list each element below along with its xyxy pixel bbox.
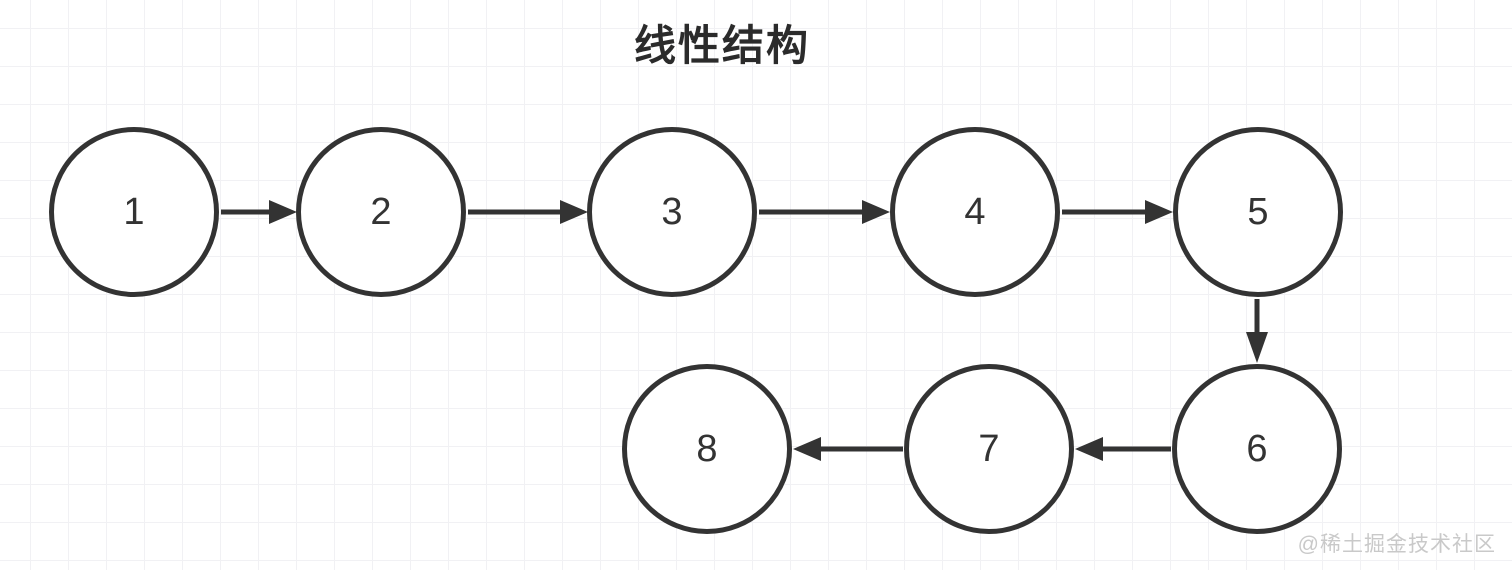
arrowhead-down-icon — [1246, 332, 1268, 363]
node-7: 7 — [904, 364, 1074, 534]
arrowhead-right-icon — [1145, 200, 1173, 224]
node-label: 4 — [964, 190, 986, 233]
edge-3-4 — [759, 200, 890, 224]
node-label: 5 — [1247, 190, 1269, 233]
edge-1-2 — [221, 200, 297, 224]
node-6: 6 — [1172, 364, 1342, 534]
node-3: 3 — [587, 127, 757, 297]
node-1: 1 — [49, 127, 219, 297]
node-label: 7 — [978, 427, 1000, 470]
node-2: 2 — [296, 127, 466, 297]
node-label: 8 — [696, 427, 718, 470]
node-label: 6 — [1246, 427, 1268, 470]
edge-6-7 — [1075, 437, 1171, 461]
page-title: 线性结构 — [633, 22, 810, 69]
edge-2-3 — [468, 200, 588, 224]
edge-5-6 — [1246, 299, 1268, 363]
node-label: 2 — [370, 190, 392, 233]
watermark: @稀土掘金技术社区 — [1297, 533, 1496, 556]
node-4: 4 — [890, 127, 1060, 297]
edge-4-5 — [1062, 200, 1173, 224]
arrowhead-right-icon — [269, 200, 297, 224]
node-8: 8 — [622, 364, 792, 534]
node-label: 3 — [661, 190, 683, 233]
edge-7-8 — [793, 437, 903, 461]
arrowhead-left-icon — [1075, 437, 1103, 461]
arrowhead-right-icon — [560, 200, 588, 224]
arrowhead-left-icon — [793, 437, 821, 461]
arrowhead-right-icon — [862, 200, 890, 224]
node-5: 5 — [1173, 127, 1343, 297]
node-label: 1 — [123, 190, 145, 233]
